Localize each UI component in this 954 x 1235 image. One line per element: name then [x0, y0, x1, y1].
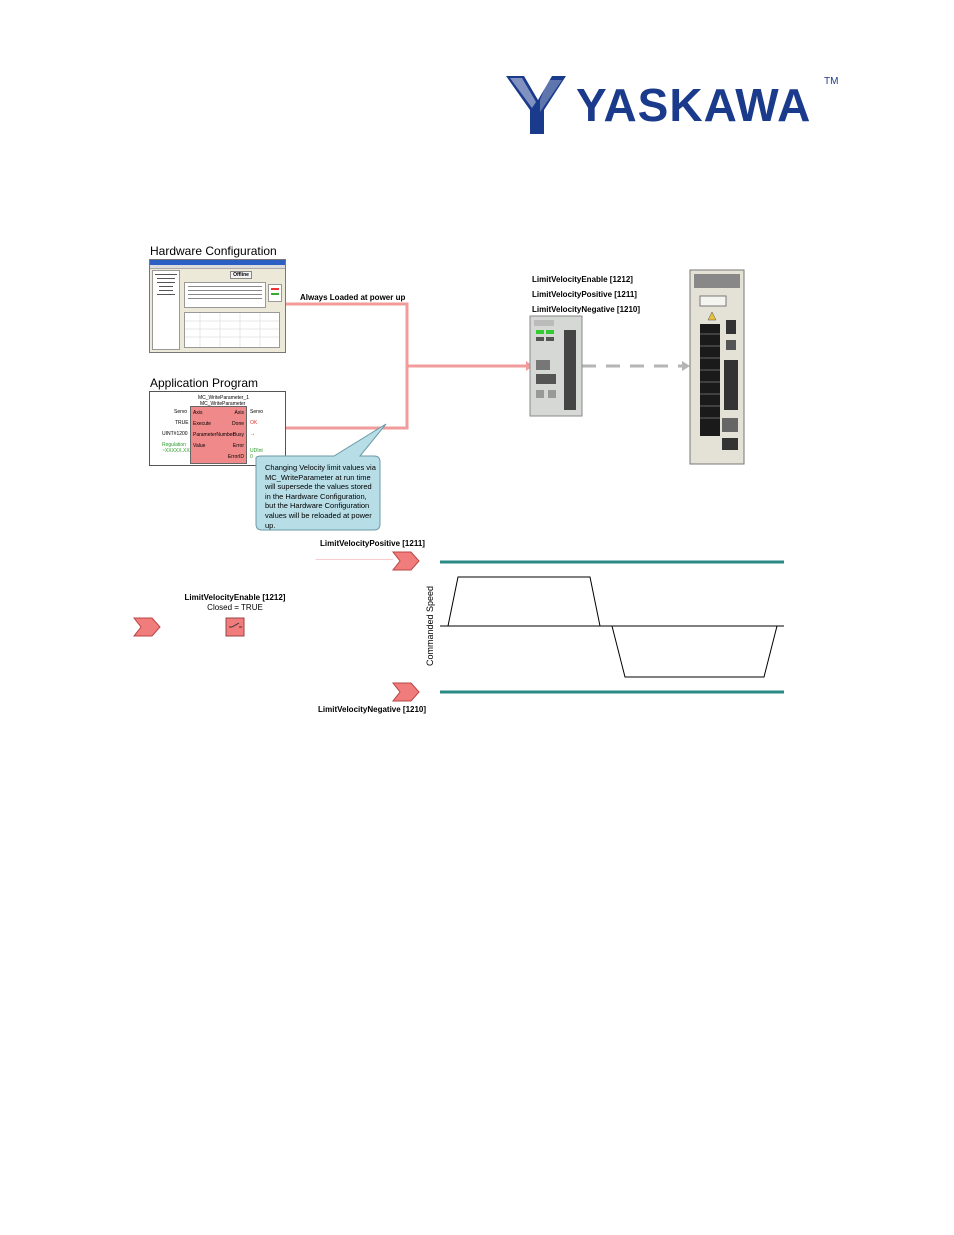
fb-value-uint: UINT#1200 — [162, 431, 188, 437]
fb-type-name: MC_WriteParameter — [200, 401, 246, 407]
fb-value-regulation: Regulation ~XXXXX.XX — [162, 442, 190, 454]
fb-value-servo-out: Servo — [250, 409, 264, 415]
window-titlebar — [150, 260, 285, 265]
fb-value-ok: OK — [250, 420, 258, 426]
switch-label-line1: LimitVelocityEnable [1212] — [184, 593, 286, 602]
upper-wires — [286, 302, 530, 430]
upper-wiring — [255, 269, 745, 560]
trend-graph — [184, 312, 280, 348]
fb-input-execute: Execute — [193, 421, 212, 427]
application-program-title: Application Program — [150, 376, 259, 390]
servo-amplifier-image — [689, 269, 745, 465]
param-limit-velocity-enable: LimitVelocityEnable [1212] — [532, 275, 633, 284]
param-limit-velocity-negative: LimitVelocityNegative [1210] — [532, 305, 641, 314]
legend-box — [268, 284, 282, 302]
switch-label-line2: Closed = TRUE — [207, 603, 263, 612]
servo-link-arrowhead — [682, 361, 690, 371]
fb-output-busy: Busy — [232, 432, 244, 438]
fb-value-servo-in: Servo — [174, 409, 188, 415]
param-limit-velocity-positive: LimitVelocityPositive [1211] — [532, 290, 637, 299]
motion-controller-image — [529, 315, 583, 417]
callout-bubble — [255, 423, 387, 531]
callout-text: Changing Velocity limit values via MC_Wr… — [265, 463, 376, 530]
fb-output-done: Done — [232, 421, 244, 427]
application-program-panel: MC_WriteParameter_1 MC_WriteParameter Ax… — [149, 391, 286, 466]
always-loaded-label: Always Loaded at power up — [300, 293, 406, 302]
negative-limit-connector — [391, 682, 420, 702]
positive-limit-label: LimitVelocityPositive [1211] — [320, 539, 425, 548]
commanded-speed-profile — [447, 576, 778, 678]
offline-button[interactable]: Offline — [230, 271, 252, 279]
switch-label: LimitVelocityEnable [1212] Closed = TRUE — [175, 593, 295, 613]
positive-limit-connector — [391, 551, 420, 571]
fb-output-error: Error — [232, 443, 244, 449]
fb-input-parameter-number: ParameterNumber — [193, 432, 235, 438]
yaskawa-logo-mark-icon — [506, 76, 566, 134]
fb-input-value: Value — [193, 443, 206, 449]
input-connector — [132, 617, 161, 637]
hardware-config-screenshot: Offline — [149, 259, 286, 353]
fb-value-busy-arrow: → — [250, 431, 255, 437]
fb-instance-name: MC_WriteParameter_1 — [198, 395, 250, 401]
enable-switch[interactable] — [225, 617, 245, 637]
velocity-limit-diagram — [132, 551, 784, 702]
window-menubar — [150, 265, 285, 269]
function-block[interactable]: Axis Execute ParameterNumber Value Axis … — [190, 406, 247, 464]
project-tree — [152, 270, 180, 350]
trademark-mark: TM — [824, 76, 839, 87]
parameter-table — [184, 282, 266, 308]
hardware-config-title: Hardware Configuration — [150, 244, 277, 258]
yaskawa-logo: YASKAWA TM — [500, 70, 850, 140]
logo-wordmark: YASKAWA — [576, 79, 812, 131]
y-axis-label: Commanded Speed — [425, 585, 435, 666]
fb-output-axis: Axis — [234, 410, 244, 416]
negative-limit-label: LimitVelocityNegative [1210] — [318, 705, 427, 714]
fb-value-true: TRUE — [175, 420, 189, 426]
fb-input-axis: Axis — [193, 410, 203, 416]
fb-value-udint: UDInt 0 — [250, 448, 263, 460]
fb-output-errorid: ErrorID — [227, 454, 244, 460]
